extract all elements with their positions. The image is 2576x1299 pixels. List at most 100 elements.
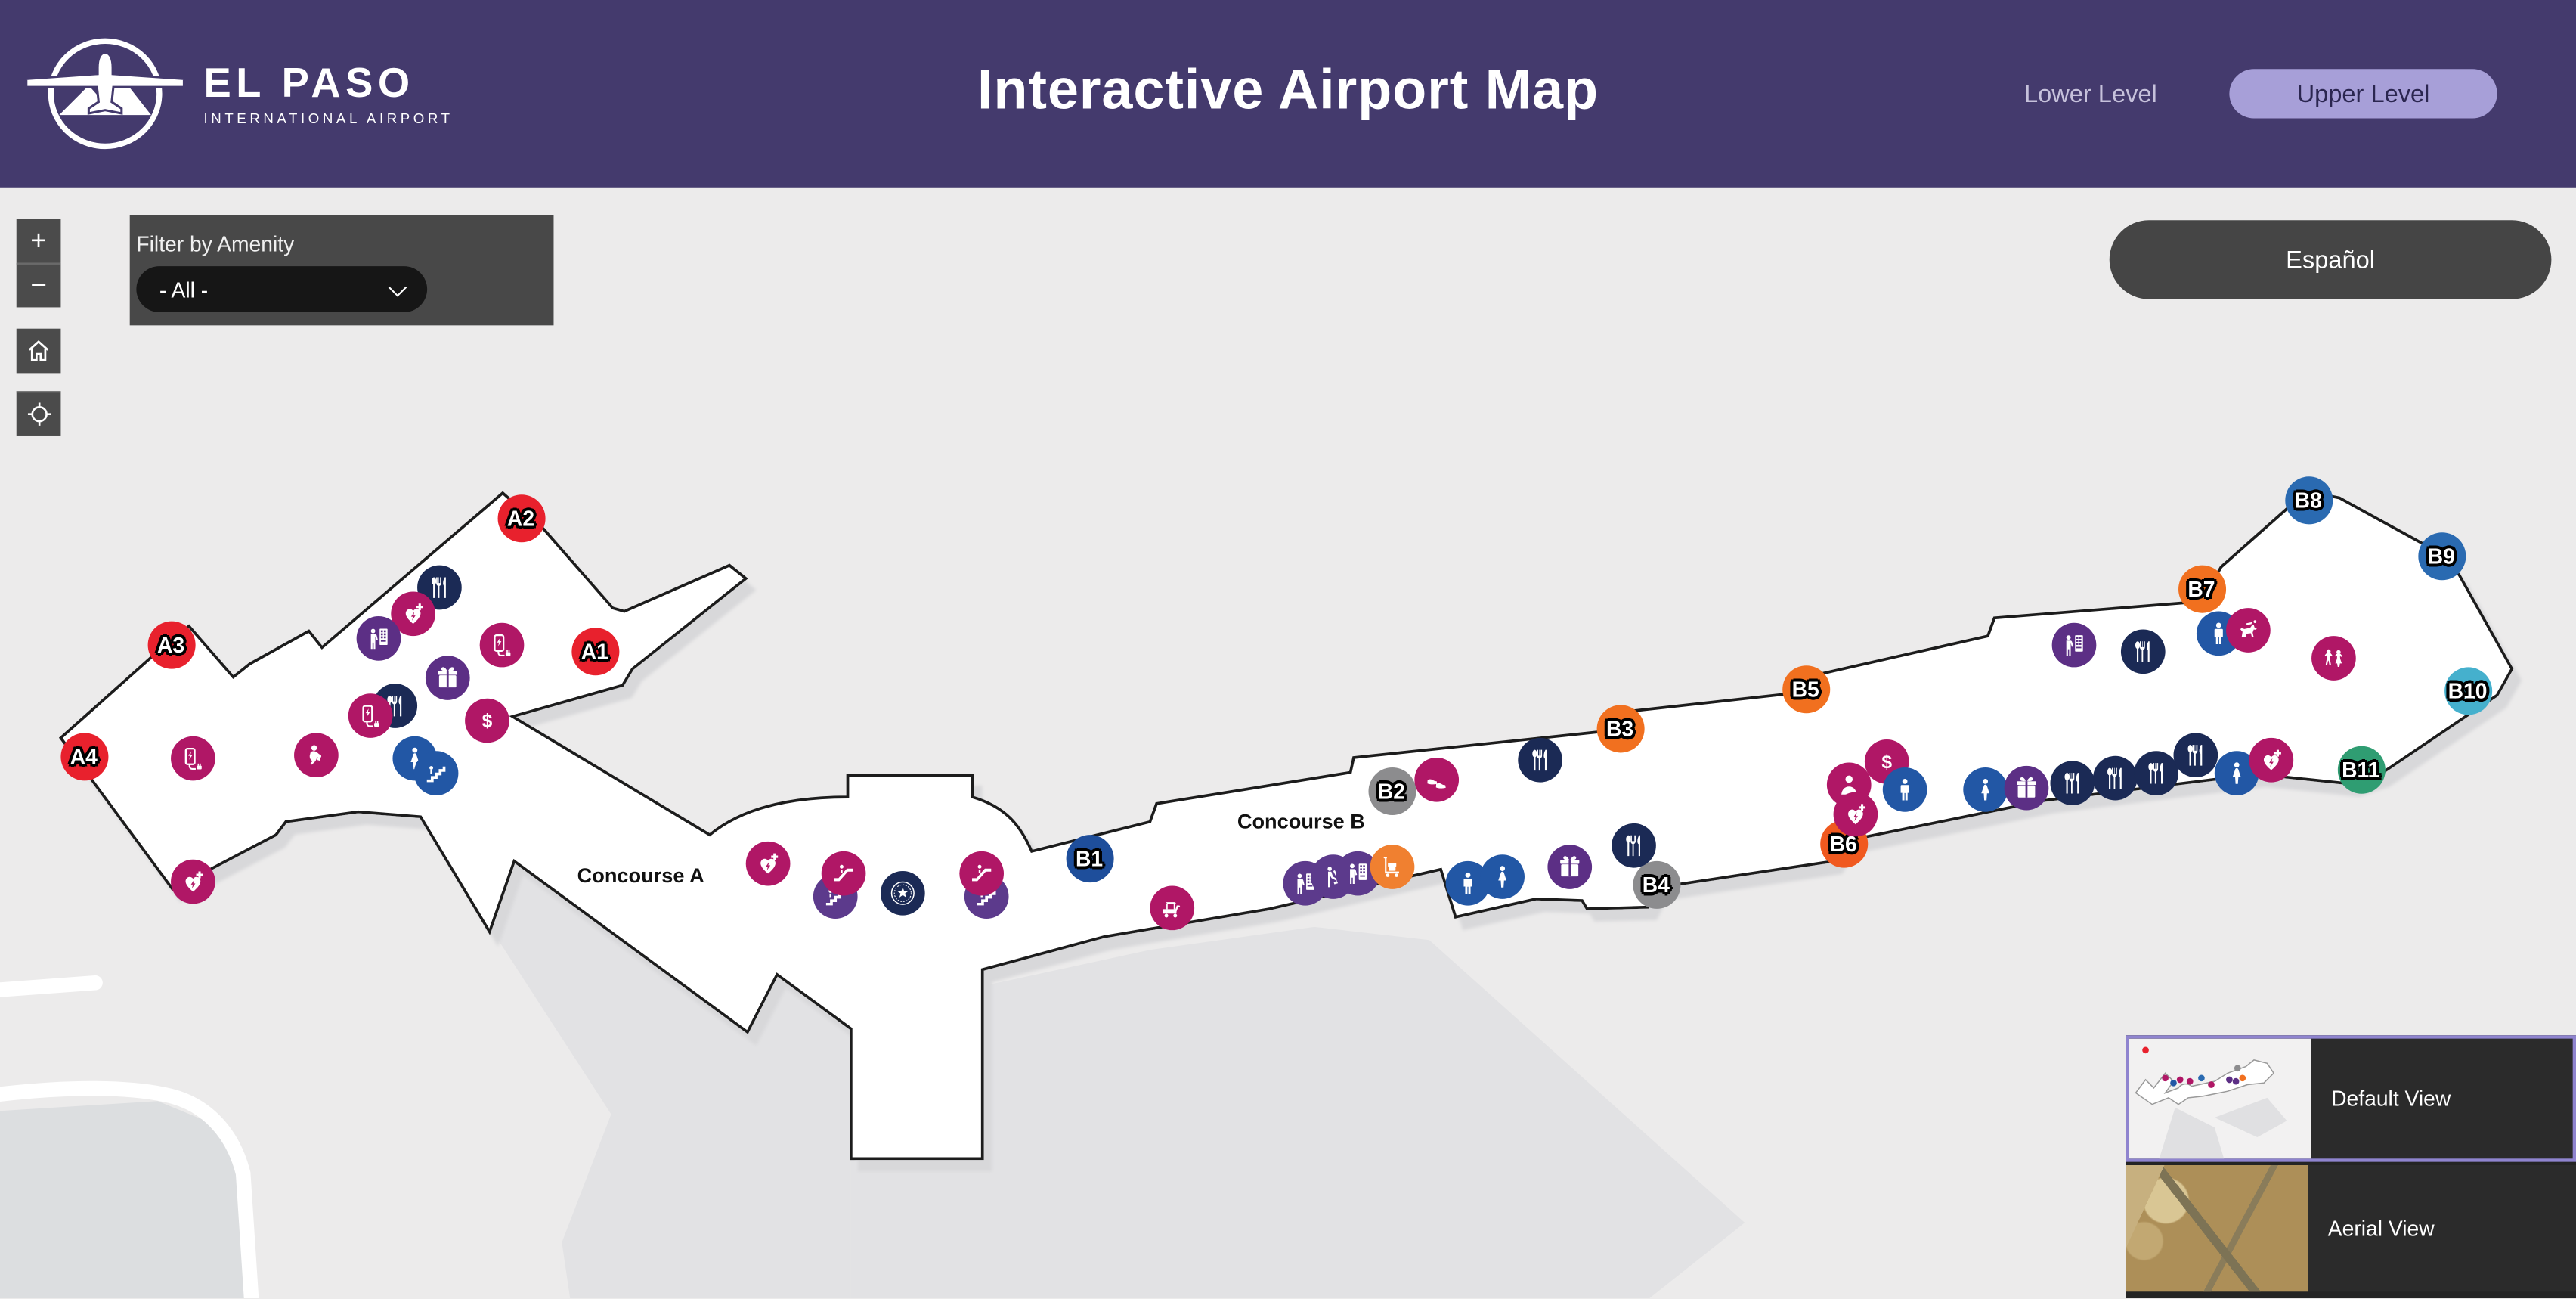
restroom-men-icon (1463, 871, 1472, 894)
amenity-atm[interactable]: $ (464, 697, 509, 743)
amenity-vending[interactable] (355, 615, 401, 660)
aed-icon (404, 603, 423, 623)
atm-icon: $ (1881, 752, 1891, 772)
parking-area (0, 1101, 257, 1299)
amenity-pet-relief[interactable] (2225, 607, 2270, 652)
amenity-gift[interactable] (2003, 764, 2048, 810)
shoeshine-icon (1426, 778, 1445, 788)
home-button[interactable] (16, 328, 61, 374)
gate-a2[interactable]: A2 (497, 494, 545, 542)
amenity-restroom-women[interactable] (1962, 766, 2007, 811)
gate-b1[interactable]: B1 (1065, 834, 1113, 882)
gate-b10[interactable]: B10 (2444, 666, 2492, 715)
amenity-filter-dropdown[interactable]: - All - (136, 266, 428, 312)
apron (420, 820, 851, 1299)
amenity-vending[interactable] (2051, 622, 2096, 667)
gift-icon (437, 666, 457, 687)
logo-subtitle: INTERNATIONAL AIRPORT (203, 109, 454, 126)
amenity-restaurant[interactable] (1611, 822, 1655, 867)
amenity-stairs[interactable] (413, 750, 458, 795)
apron (850, 926, 1745, 1299)
zoom-controls: + − (16, 219, 61, 308)
amenity-charging[interactable] (347, 693, 392, 737)
header-bar: EL PASO INTERNATIONAL AIRPORT Interactiv… (0, 0, 2576, 188)
upper-level-button[interactable]: Upper Level (2229, 69, 2497, 119)
amenity-tsa[interactable] (879, 870, 924, 915)
aed-icon (1847, 803, 1865, 824)
zoom-in-button[interactable]: + (16, 219, 61, 263)
amenity-kids[interactable] (2310, 635, 2355, 680)
pet-relief-icon (2239, 619, 2256, 637)
locate-icon (26, 402, 51, 426)
aerial-view-thumbnail (2126, 1164, 2308, 1292)
restroom-women-icon (410, 746, 419, 769)
amenity-shoeshine[interactable] (1413, 756, 1458, 801)
amenity-cart[interactable] (1149, 885, 1194, 930)
amenity-restaurant[interactable] (2049, 760, 2095, 805)
basemap-option-label: Default View (2331, 1086, 2451, 1111)
amenity-aed[interactable] (745, 840, 790, 885)
kids-icon (2324, 648, 2342, 666)
amenity-charging[interactable] (478, 622, 524, 667)
gate-b5[interactable]: B5 (1782, 665, 1830, 713)
tsa-icon (890, 880, 914, 904)
restroom-women-icon (2231, 761, 2240, 783)
zoom-out-button[interactable]: − (16, 262, 61, 308)
amenity-restroom-women[interactable] (1479, 854, 1524, 898)
logo-title: EL PASO (203, 60, 415, 107)
gate-b8[interactable]: B8 (2284, 476, 2333, 524)
restaurant-icon (2106, 767, 2121, 788)
gate-b3[interactable]: B3 (1596, 704, 1644, 752)
amenity-restaurant[interactable] (2172, 732, 2218, 777)
basemap-selector: Default View Aerial View (2126, 1035, 2576, 1299)
lower-level-button[interactable]: Lower Level (2023, 79, 2157, 108)
home-icon (28, 339, 49, 361)
amenity-escalator[interactable] (820, 850, 865, 895)
atm-icon: $ (481, 710, 491, 730)
amenity-charging[interactable] (169, 735, 215, 780)
restroom-women-icon (1980, 777, 1989, 800)
amenity-nursing[interactable] (293, 732, 338, 777)
restroom-men-icon (1899, 777, 1909, 800)
default-view-thumbnail (2129, 1038, 2312, 1159)
level-toggle: Lower Level Upper Level (2024, 0, 2497, 188)
basemap-option-aerial-view[interactable]: Aerial View (2126, 1164, 2576, 1292)
amenity-restaurant[interactable] (2133, 750, 2178, 795)
amenity-restaurant[interactable] (2091, 755, 2137, 800)
gate-b2[interactable]: B2 (1367, 766, 1416, 814)
aed-icon (2262, 749, 2280, 770)
cart-icon (1162, 901, 1180, 917)
amenity-aed[interactable] (169, 858, 215, 904)
locate-button[interactable] (16, 391, 61, 436)
amenity-aed[interactable] (1832, 791, 1878, 836)
map-label-concourse-a: Concourse A (577, 864, 704, 888)
amenity-restaurant[interactable] (2119, 628, 2165, 674)
gate-a3[interactable]: A3 (147, 620, 195, 668)
restroom-men-icon (2213, 622, 2222, 643)
stairs-icon (426, 764, 445, 782)
amenity-escalator[interactable] (958, 850, 1003, 895)
gate-b4[interactable]: B4 (1632, 860, 1680, 908)
restroom-women-icon (1497, 865, 1506, 887)
amenity-restaurant[interactable] (1517, 736, 1562, 782)
basemap-option-default-view[interactable]: Default View (2126, 1035, 2576, 1162)
language-button[interactable]: Español (2109, 220, 2552, 299)
gate-b11[interactable]: B11 (2336, 745, 2385, 793)
gift-icon (2016, 776, 2036, 797)
road-line (0, 1080, 259, 1299)
amenity-aed[interactable] (2248, 736, 2293, 782)
gate-b7[interactable]: B7 (2177, 564, 2225, 612)
amenity-gift[interactable] (424, 655, 469, 699)
charging-icon (361, 704, 379, 727)
amenity-luggage-cart[interactable] (1369, 844, 1414, 888)
gate-a1[interactable]: A1 (571, 627, 619, 675)
gate-b9[interactable]: B9 (2417, 532, 2466, 580)
logo-plane-icon (25, 38, 185, 150)
nursing-icon (308, 744, 320, 764)
gate-a4[interactable]: A4 (60, 732, 108, 780)
amenity-gift[interactable] (1547, 844, 1592, 888)
amenity-restroom-men[interactable] (1881, 766, 1927, 811)
